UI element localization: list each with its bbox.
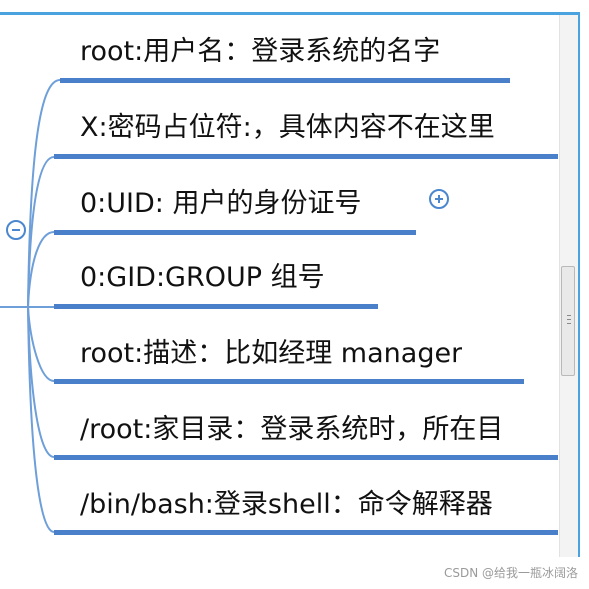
topic-underline [54,154,558,159]
topic-underline [54,455,558,460]
topic-username[interactable]: root:用户名：登录系统的名字 [80,36,441,67]
window-top-border [0,12,580,15]
topic-description[interactable]: root:描述：比如经理 manager [80,338,463,369]
connector-branch-1 [27,79,61,308]
topic-login-shell[interactable]: /bin/bash:登录shell：命令解释器 [80,489,493,520]
topic-underline [54,304,378,309]
window-right-border [577,12,580,557]
topic-password-placeholder[interactable]: X:密码占位符:，具体内容不在这里 [80,112,495,143]
connector-branch-7 [27,306,55,533]
topic-underline [54,230,416,235]
topic-underline [54,379,524,384]
topic-underline [54,530,558,535]
scrollbar-thumb[interactable] [561,266,575,376]
topic-home-directory[interactable]: /root:家目录：登录系统时，所在目 [80,414,504,445]
scrollbar-grip-icon [567,315,571,324]
topic-gid[interactable]: 0:GID:GROUP 组号 [80,262,325,293]
collapse-minus-icon[interactable] [6,220,26,240]
branch-connectors [0,79,61,533]
topic-uid[interactable]: 0:UID: 用户的身份证号 [80,188,362,219]
watermark: CSDN @给我一瓶冰阔洛 [443,566,578,580]
connector-branch-3 [27,231,55,308]
topic-underline [60,78,510,83]
connector-branch-2 [27,156,55,308]
expand-plus-icon[interactable] [429,189,449,209]
